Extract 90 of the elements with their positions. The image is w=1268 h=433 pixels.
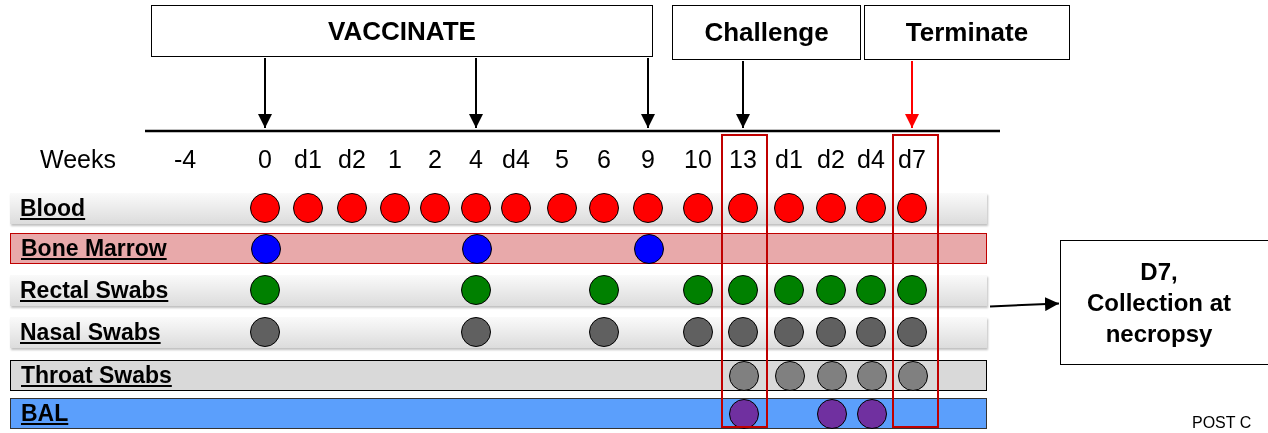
sample-dot [775,361,805,391]
timepoint-label: -4 [173,145,197,174]
sample-dot [857,399,887,429]
sample-dot [817,399,847,429]
row-label: Blood [20,195,86,222]
sample-dot [589,193,619,223]
sample-dot [251,234,281,264]
sample-dot [728,275,758,305]
sample-dot [250,193,280,223]
sample-dot [337,193,367,223]
sample-dot [728,193,758,223]
row-label: Rectal Swabs [20,277,169,304]
outcome-box [1060,240,1268,365]
timepoint-label: d4 [502,145,530,174]
sample-dot [589,317,619,347]
timepoint-label: d2 [338,145,366,174]
blood-row [10,193,987,224]
arrow [258,57,272,129]
sample-dot [547,193,577,223]
box-label: VACCINATE [328,15,476,47]
nasal-swabs-row [10,317,987,348]
throat-swabs-row [10,360,987,391]
row-label: Throat Swabs [21,362,172,389]
bal-row [10,398,987,429]
sample-dot [501,193,531,223]
sample-dot [817,361,847,391]
sample-dot [897,317,927,347]
timepoint-label: d4 [857,145,885,174]
timepoint-label: 4 [469,145,483,174]
timepoint-label: 1 [388,145,402,174]
sample-dot [250,317,280,347]
timepoint-label: d2 [817,145,845,174]
sample-dot [774,317,804,347]
timepoint-label: d7 [898,145,926,174]
sample-dot [897,275,927,305]
sample-dot [816,193,846,223]
sample-dot [856,193,886,223]
sample-dot [380,193,410,223]
sample-dot [462,234,492,264]
sample-dot [634,234,664,264]
arrow [469,57,483,129]
sample-dot [461,275,491,305]
row-label: Bone Marrow [21,235,167,262]
sample-dot [898,361,928,391]
sample-dot [729,399,759,429]
timepoint-label: 2 [428,145,442,174]
timepoint-label: d1 [775,145,803,174]
timepoint-label: 13 [729,145,757,174]
sample-dot [420,193,450,223]
arrow [905,60,919,129]
row-label: Nasal Swabs [20,319,161,346]
sample-dot [729,361,759,391]
box-label: Terminate [905,17,1029,48]
sample-dot [897,193,927,223]
sample-dot [293,193,323,223]
sample-dot [461,193,491,223]
challenge-box [672,5,861,60]
timepoint-label: 5 [555,145,569,174]
arrow [641,57,655,129]
sample-dot [461,317,491,347]
sample-dot [856,275,886,305]
sample-dot [774,193,804,223]
sample-dot [683,275,713,305]
sample-dot [683,193,713,223]
sample-dot [728,317,758,347]
sample-dot [856,317,886,347]
sample-dot [683,317,713,347]
sample-dot [250,275,280,305]
sample-dot [816,275,846,305]
sample-dot [589,275,619,305]
timepoint-label: d1 [294,145,322,174]
sample-dot [816,317,846,347]
timepoint-label: 0 [258,145,272,174]
box-label: D7, Collection at necropsy [1086,256,1232,350]
sample-dot [774,275,804,305]
note-text: POST C [1192,414,1252,432]
sample-dot [857,361,887,391]
timepoint-label: 6 [597,145,611,174]
row-label: BAL [21,400,69,427]
axis-title: Weeks [40,145,116,174]
timepoint-label: 10 [684,145,712,174]
box-label: Challenge [704,17,829,48]
timepoint-label: 9 [641,145,655,174]
vaccinate-box [151,5,653,57]
terminate-box [864,5,1070,60]
arrow [989,297,1060,312]
bone-marrow-row [10,233,987,264]
arrow [736,60,750,129]
rectal-swabs-row [10,275,987,306]
sample-dot [633,193,663,223]
